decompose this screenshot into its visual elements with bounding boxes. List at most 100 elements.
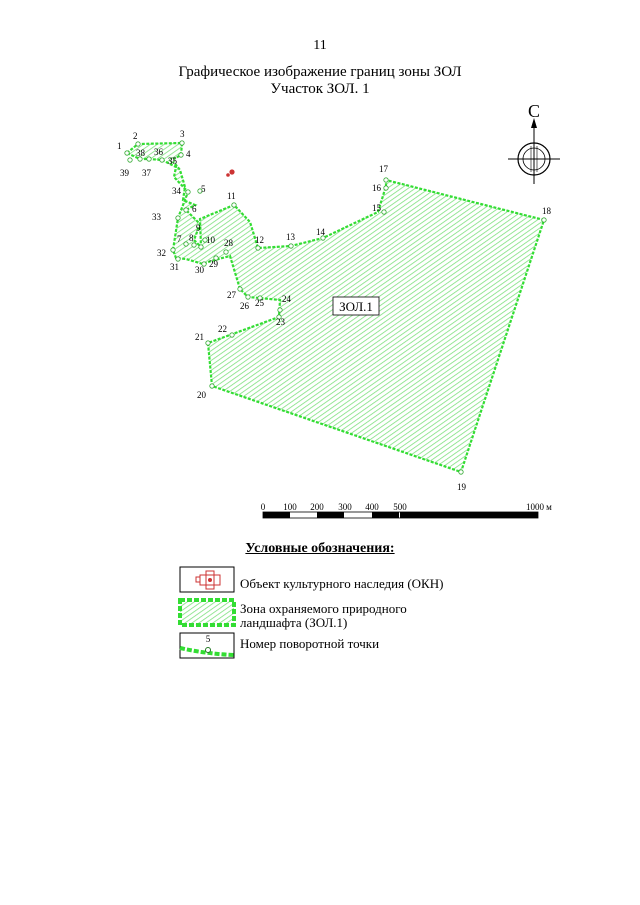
point-label-19: 19 <box>457 482 467 492</box>
page-number: 11 <box>313 38 327 53</box>
turning-point-icon: 5 <box>179 632 235 659</box>
north-arrow-icon: С <box>508 101 560 184</box>
point-label-10: 10 <box>206 235 216 245</box>
turning-point-17 <box>383 177 389 183</box>
scale-bar: 0 100 200 300 400 500 1000 м <box>261 502 552 519</box>
scale-unit: м <box>546 502 552 512</box>
point-label-4: 4 <box>186 149 191 159</box>
legend-item-zone: Зона охраняемого природного ландшафта (З… <box>240 601 407 630</box>
point-label-16: 16 <box>372 183 382 193</box>
turning-point-9 <box>198 244 204 250</box>
scale-label-200: 200 <box>310 502 324 512</box>
point-label-33: 33 <box>152 212 162 222</box>
point-label-38: 38 <box>136 148 146 158</box>
turning-point-32 <box>170 247 176 253</box>
scale-label-400: 400 <box>365 502 379 512</box>
point-label-32: 32 <box>157 248 166 258</box>
point-label-29: 29 <box>209 259 219 269</box>
scale-label-1000: 1000 <box>526 502 545 512</box>
point-labels: 1 2 3 4 5 6 7 8 9 10 11 12 13 14 15 16 1… <box>117 129 552 492</box>
scale-label-500: 500 <box>393 502 407 512</box>
okn-icon <box>179 566 235 593</box>
scale-label-0: 0 <box>261 502 266 512</box>
turning-point-27 <box>237 286 243 292</box>
map-title: Графическое изображение границ зоны ЗОЛ <box>178 64 462 80</box>
point-label-17: 17 <box>379 164 389 174</box>
turning-point-35 <box>169 157 175 163</box>
turning-point-33 <box>175 215 181 221</box>
point-label-24: 24 <box>282 294 292 304</box>
legend-item-okn: Объект культурного наследия (ОКН) <box>240 576 444 591</box>
point-label-2: 2 <box>133 131 138 141</box>
point-label-20: 20 <box>197 390 207 400</box>
map-subtitle: Участок ЗОЛ. 1 <box>270 81 370 97</box>
point-label-27: 27 <box>227 290 237 300</box>
point-label-39: 39 <box>120 168 130 178</box>
point-label-30: 30 <box>195 265 205 275</box>
turning-point-10 <box>202 237 208 243</box>
turning-point-28 <box>223 249 229 255</box>
turning-point-11 <box>231 202 237 208</box>
zone-hatch-icon <box>178 598 236 627</box>
turning-point-26 <box>245 294 251 300</box>
turning-point-14 <box>320 235 326 241</box>
point-label-22: 22 <box>218 324 227 334</box>
turning-point-4 <box>178 152 184 158</box>
turning-point-29 <box>213 255 219 261</box>
svg-text:ЗОЛ.1: ЗОЛ.1 <box>339 299 373 314</box>
point-label-35: 35 <box>168 156 178 166</box>
legend-item-turning-point: Номер поворотной точки <box>240 636 380 651</box>
turning-point-19 <box>458 469 464 475</box>
point-label-1: 1 <box>117 141 122 151</box>
point-label-8: 8 <box>189 233 194 243</box>
turning-point-16 <box>383 185 389 191</box>
zone-label: ЗОЛ.1 <box>332 296 380 316</box>
point-label-34: 34 <box>172 186 182 196</box>
turning-point-34 <box>185 189 191 195</box>
point-label-14: 14 <box>316 227 326 237</box>
turning-point-37 <box>146 156 152 162</box>
okn-marker <box>226 169 235 177</box>
point-label-21: 21 <box>195 332 204 342</box>
point-label-6: 6 <box>192 204 197 214</box>
point-label-9: 9 <box>196 223 201 233</box>
point-label-5: 5 <box>201 184 206 194</box>
turning-point-12 <box>255 245 261 251</box>
turning-point-2 <box>135 141 141 147</box>
turning-point-23 <box>276 314 282 320</box>
turning-point-1 <box>124 150 130 156</box>
point-label-11: 11 <box>227 191 236 201</box>
scale-label-300: 300 <box>338 502 352 512</box>
point-label-26: 26 <box>240 301 250 311</box>
point-label-25: 25 <box>255 298 265 308</box>
turning-point-15 <box>381 209 387 215</box>
turning-point-6 <box>183 207 189 213</box>
turning-point-36 <box>159 157 165 163</box>
turning-point-8 <box>191 242 197 248</box>
legend-title: Условные обозначения: <box>245 541 395 556</box>
point-label-36: 36 <box>154 147 164 157</box>
turning-point-20 <box>209 383 215 389</box>
turning-point-31 <box>175 256 181 262</box>
point-label-31: 31 <box>170 262 179 272</box>
turning-point-21 <box>205 340 211 346</box>
point-label-23: 23 <box>276 317 286 327</box>
scale-label-100: 100 <box>283 502 297 512</box>
point-label-12: 12 <box>255 235 264 245</box>
turning-point-3 <box>179 140 185 146</box>
turning-point-22 <box>229 332 235 338</box>
point-label-28: 28 <box>224 238 234 248</box>
point-label-37: 37 <box>142 168 152 178</box>
turning-point-7 <box>183 241 189 247</box>
compass-label: С <box>528 101 540 121</box>
turning-point-18 <box>541 217 547 223</box>
point-label-15: 15 <box>372 203 382 213</box>
turning-point-13 <box>288 243 294 249</box>
point-label-13: 13 <box>286 232 296 242</box>
legend-sample-label: 5 <box>206 634 211 644</box>
point-label-3: 3 <box>180 129 185 139</box>
turning-point-38 <box>137 156 143 162</box>
turning-point-25 <box>257 295 263 301</box>
point-label-7: 7 <box>177 234 182 244</box>
